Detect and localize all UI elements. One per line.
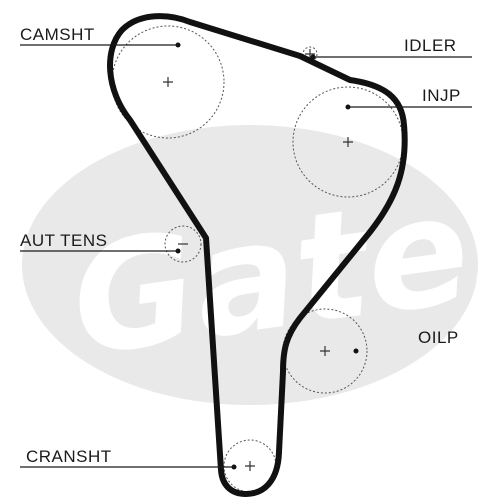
idler-pulley xyxy=(302,46,318,62)
pulley-centres xyxy=(163,49,353,471)
auto-tensioner-pulley xyxy=(164,225,202,263)
camshaft-label: CAMSHT xyxy=(20,25,95,44)
component-labels: CAMSHT IDLER INJP AUT TENS OILP CRANSHT xyxy=(20,25,461,466)
injection-pump-label: INJP xyxy=(422,86,461,105)
oil-pump-centre-mark xyxy=(320,346,330,356)
watermark-ellipse xyxy=(22,125,478,405)
idler-label: IDLER xyxy=(404,36,457,55)
crankshaft-centre-mark xyxy=(245,461,255,471)
camshaft-pulley xyxy=(111,25,225,139)
crankshaft-label: CRANSHT xyxy=(26,447,112,466)
injection-pump-centre-mark xyxy=(343,137,353,147)
leader-lines xyxy=(20,44,472,468)
idler-centre-mark xyxy=(305,49,315,59)
timing-belt xyxy=(107,13,408,497)
label-anchor-dots xyxy=(175,42,359,470)
gates-watermark: Gates xyxy=(22,125,500,405)
oil-pump-pulley xyxy=(282,308,368,394)
oil-pump-label: OILP xyxy=(418,328,459,347)
auto-tensioner-label: AUT TENS xyxy=(20,231,107,250)
oil-pump-dot xyxy=(353,348,359,354)
camshaft-centre-mark xyxy=(163,77,173,87)
